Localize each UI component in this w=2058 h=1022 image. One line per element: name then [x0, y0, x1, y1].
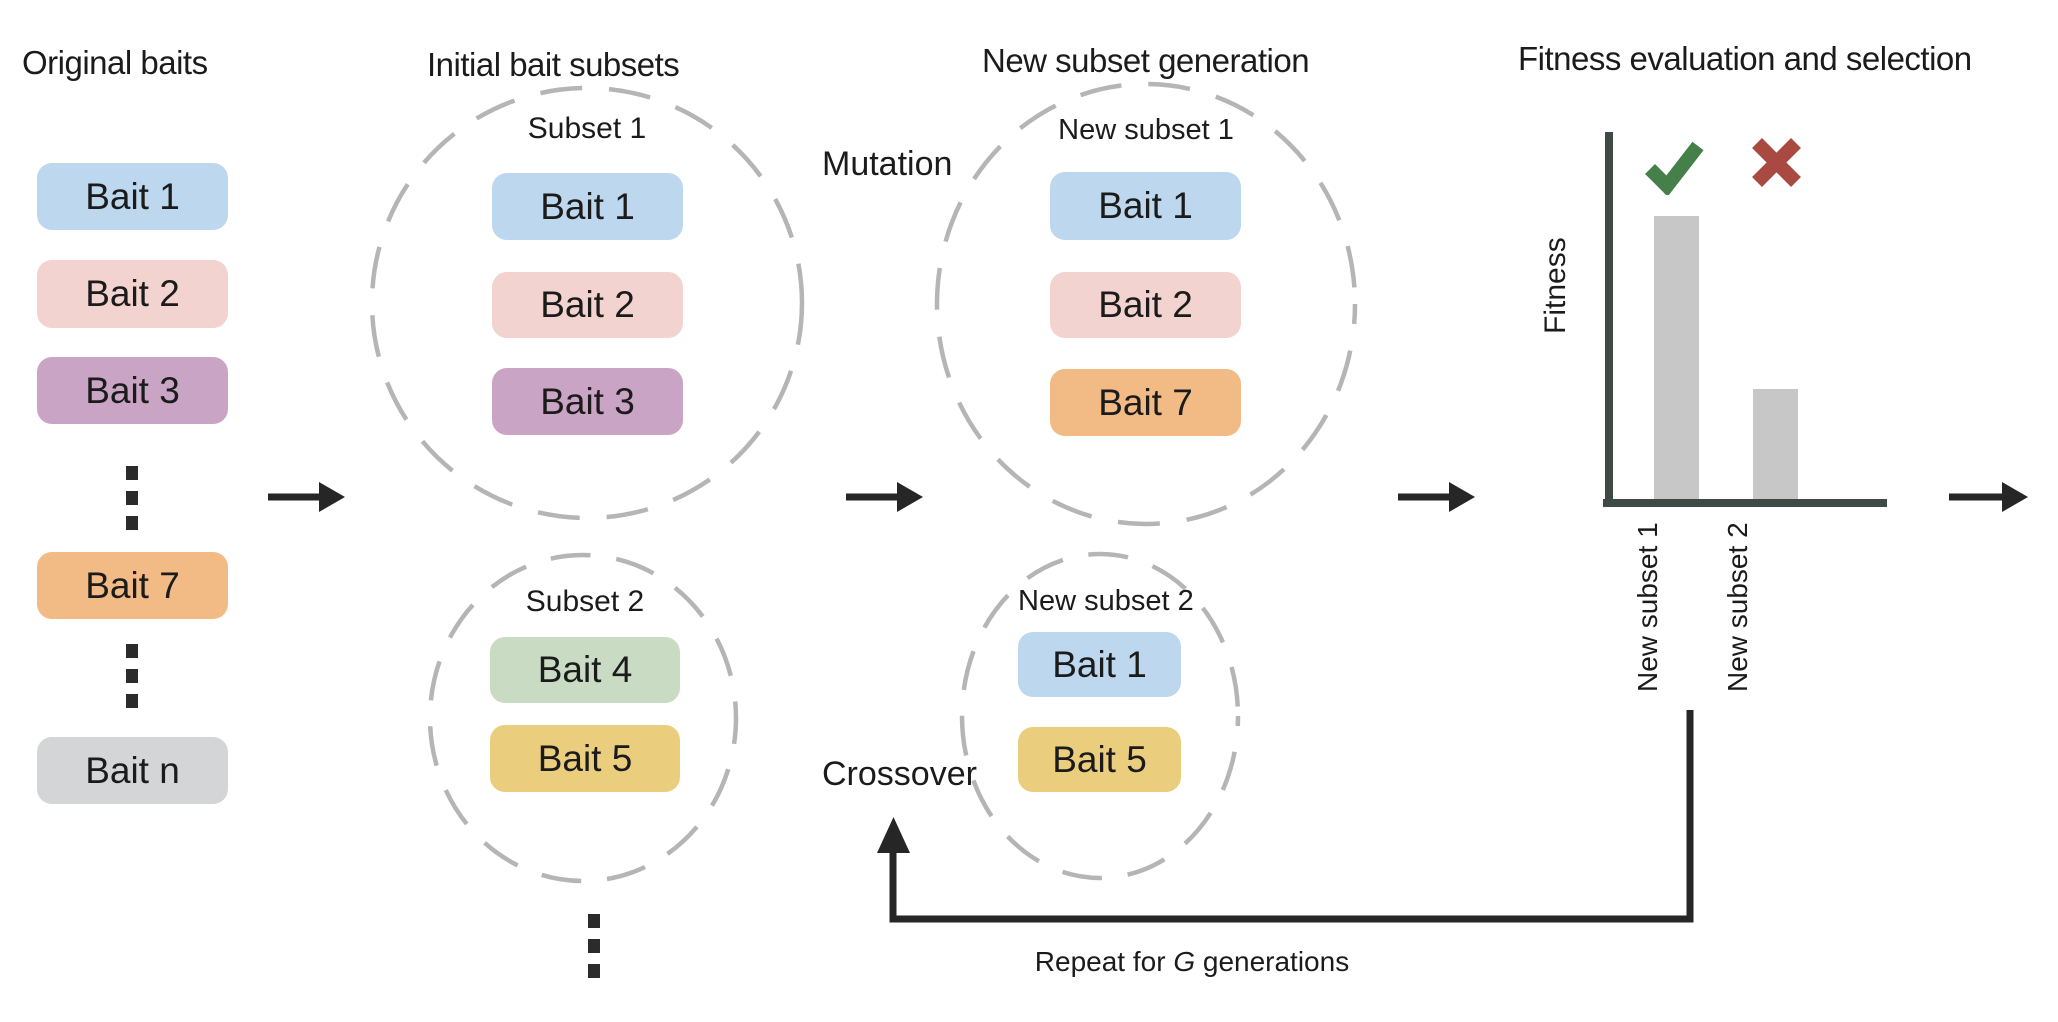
fitness-bar-new-subset-1 — [1654, 216, 1699, 499]
arrow-right-icon — [1949, 481, 2029, 513]
chart-bar-label-2: New subset 2 — [1722, 522, 1753, 692]
vertical-ellipsis-icon — [126, 644, 138, 708]
arrow-right-icon — [846, 481, 924, 513]
feedback-loop-arrow — [870, 700, 1710, 940]
bait-box-newsubset2-5: Bait 5 — [1018, 727, 1181, 792]
chart-y-axis-label: Fitness — [1539, 237, 1572, 334]
title-original-baits: Original baits — [22, 44, 208, 81]
bait-box-subset1-3: Bait 3 — [492, 368, 683, 435]
dot — [588, 964, 600, 978]
bait-box-newsubset2-1: Bait 1 — [1018, 632, 1181, 697]
bait-box-original-7: Bait 7 — [37, 552, 228, 619]
bait-box-newsubset1-2: Bait 2 — [1050, 272, 1241, 338]
new-subset2-dashed-circle — [958, 550, 1242, 882]
subset1-dashed-circle — [368, 84, 806, 522]
title-initial-bait-subsets: Initial bait subsets — [427, 46, 680, 83]
bait-box-original-3: Bait 3 — [37, 357, 228, 424]
caption-prefix: Repeat for — [1034, 946, 1174, 977]
chart-y-axis — [1605, 132, 1613, 507]
bait-box-subset1-2: Bait 2 — [492, 272, 683, 338]
subset1-label: Subset 1 — [527, 112, 647, 145]
subset2-label: Subset 2 — [525, 585, 645, 618]
subset2-dashed-circle — [426, 551, 740, 885]
dot — [126, 466, 138, 480]
bait-box-subset2-5: Bait 5 — [490, 725, 680, 792]
bait-box-original-1: Bait 1 — [37, 163, 228, 230]
crossover-label: Crossover — [822, 755, 977, 793]
arrow-right-icon — [268, 481, 346, 513]
bait-box-subset2-4: Bait 4 — [490, 637, 680, 703]
bait-box-newsubset1-1: Bait 1 — [1050, 172, 1241, 240]
chart-bar-label-1: New subset 1 — [1632, 522, 1663, 692]
dot — [588, 914, 600, 928]
dot — [126, 491, 138, 505]
caption-suffix: generations — [1195, 946, 1350, 977]
dot — [126, 694, 138, 708]
title-new-subset-generation: New subset generation — [982, 42, 1310, 79]
fitness-bar-new-subset-2 — [1753, 389, 1798, 499]
vertical-ellipsis-icon — [588, 914, 600, 978]
dot — [126, 669, 138, 683]
title-fitness-evaluation: Fitness evaluation and selection — [1518, 40, 1972, 77]
mutation-label: Mutation — [822, 145, 953, 183]
check-icon — [1644, 137, 1704, 195]
cross-icon — [1751, 137, 1802, 188]
new-subset1-dashed-circle — [933, 80, 1359, 528]
new-subset2-label: New subset 2 — [1018, 585, 1194, 617]
bait-box-subset1-1: Bait 1 — [492, 173, 683, 240]
repeat-generations-caption: Repeat for G generations — [1032, 946, 1352, 978]
chart-x-axis — [1603, 499, 1887, 507]
bait-box-original-n: Bait n — [37, 737, 228, 804]
caption-g-variable: G — [1173, 946, 1196, 977]
vertical-ellipsis-icon — [126, 466, 138, 530]
bait-box-newsubset1-7: Bait 7 — [1050, 369, 1241, 436]
new-subset1-label: New subset 1 — [1058, 114, 1234, 146]
dot — [588, 939, 600, 953]
bait-box-original-2: Bait 2 — [37, 260, 228, 328]
dot — [126, 644, 138, 658]
arrow-right-icon — [1398, 481, 1476, 513]
dot — [126, 516, 138, 530]
